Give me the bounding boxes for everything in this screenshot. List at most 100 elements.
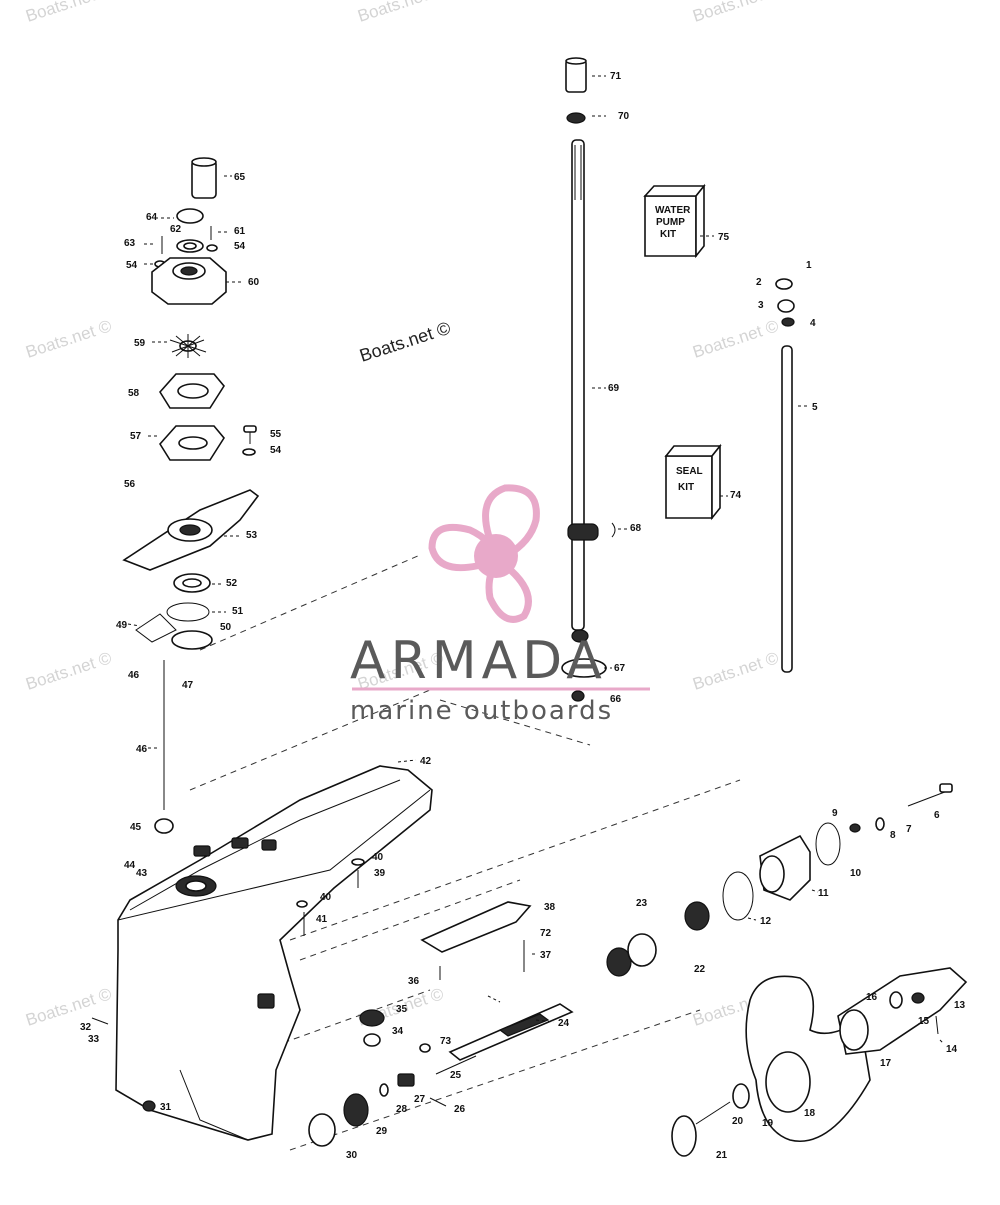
part-label-37: 37 <box>540 950 552 961</box>
part-label-54b: 54 <box>126 260 138 271</box>
kit-label-line: PUMP <box>656 217 685 228</box>
propeller-assembly <box>671 783 968 1157</box>
gearcase-housing <box>91 765 433 1141</box>
part-label-8: 8 <box>890 830 896 841</box>
watermark-main-text: Boats.net © <box>357 318 453 366</box>
shift-shaft-assembly <box>775 278 795 673</box>
kit-label-line: KIT <box>678 482 694 493</box>
part-label-14: 14 <box>946 1044 958 1055</box>
part-label-50: 50 <box>220 622 232 633</box>
part-label-52: 52 <box>226 578 238 589</box>
part-label-57: 57 <box>130 431 142 442</box>
bearing-part <box>567 523 599 541</box>
seal-kit-box: SEAL KIT <box>664 443 722 521</box>
part-label-65: 65 <box>234 172 246 183</box>
part-label-24: 24 <box>558 1018 570 1029</box>
part-label-26: 26 <box>454 1104 466 1115</box>
watermark-text: Boats.net © <box>23 0 114 26</box>
part-label-75: 75 <box>718 232 730 243</box>
part-label-41: 41 <box>316 914 328 925</box>
water-tube-plate-part <box>420 901 532 953</box>
armada-logo: ARMADA marine outboards <box>350 484 650 726</box>
watermark-text: Boats.net © <box>23 316 114 362</box>
gear-train <box>308 901 710 1147</box>
part-label-16: 16 <box>866 992 878 1003</box>
part-label-70: 70 <box>618 111 630 122</box>
part-label-74: 74 <box>730 490 742 501</box>
part-label-30: 30 <box>346 1150 358 1161</box>
part-label-5: 5 <box>812 402 818 413</box>
part-label-46: 46 <box>136 744 148 755</box>
seal-ring-part <box>176 208 204 224</box>
part-label-64: 64 <box>146 212 158 223</box>
housing-fasteners <box>296 858 365 936</box>
part-label-36: 36 <box>408 976 420 987</box>
part-label-39: 39 <box>374 868 386 879</box>
part-label-59: 59 <box>134 338 146 349</box>
kit-label-line: KIT <box>660 229 676 240</box>
driveshaft-assembly <box>561 57 616 702</box>
bearing-housing-part <box>308 1113 336 1147</box>
watermark-text: Boats.net © <box>355 0 446 26</box>
cup-part <box>171 630 213 650</box>
prop-cone-part <box>837 967 968 1055</box>
pinion-gear-part <box>359 1009 385 1027</box>
part-label-2: 2 <box>756 277 762 288</box>
part-label-38: 38 <box>544 902 556 913</box>
part-label-25: 25 <box>450 1070 462 1081</box>
part-label-58: 58 <box>128 388 140 399</box>
part-label-28: 28 <box>396 1104 408 1115</box>
part-label-54: 54 <box>234 241 246 252</box>
part-label-43: 43 <box>136 868 148 879</box>
part-label-23: 23 <box>636 898 648 909</box>
part-label-66: 66 <box>610 694 622 705</box>
part-label-11: 11 <box>818 888 829 899</box>
leader-lines <box>127 75 945 1045</box>
part-label-45: 45 <box>130 822 142 833</box>
part-label-49: 49 <box>116 620 128 631</box>
part-label-10: 10 <box>850 868 862 879</box>
part-label-4: 4 <box>810 318 816 329</box>
part-label-34: 34 <box>392 1026 404 1037</box>
part-label-60: 60 <box>248 277 260 288</box>
water-pump-assembly <box>122 157 260 834</box>
part-label-63: 63 <box>124 238 136 249</box>
part-label-12: 12 <box>760 916 772 927</box>
forward-gear-part <box>606 947 632 977</box>
part-label-27: 27 <box>414 1094 426 1105</box>
water-pump-kit-box: WATER PUMP KIT <box>643 183 706 259</box>
part-label-40b: 40 <box>320 892 332 903</box>
part-label-55: 55 <box>270 429 282 440</box>
propeller-logo-icon <box>428 484 540 623</box>
driveshaft-part <box>571 139 585 631</box>
logo-wordmark: ARMADA <box>350 631 607 691</box>
part-label-69: 69 <box>608 383 620 394</box>
part-label-6: 6 <box>934 810 940 821</box>
part-label-15: 15 <box>918 1016 930 1027</box>
shift-shaft-part <box>781 345 793 673</box>
part-label-17: 17 <box>880 1058 892 1069</box>
part-label-19: 19 <box>762 1118 774 1129</box>
part-label-44: 44 <box>124 860 136 871</box>
part-label-7: 7 <box>906 824 912 835</box>
part-label-42: 42 <box>420 756 432 767</box>
part-label-54c: 54 <box>270 445 282 456</box>
part-label-22: 22 <box>694 964 706 975</box>
part-label-21: 21 <box>716 1150 728 1161</box>
watermark-text: Boats.net © <box>690 0 781 26</box>
part-label-9: 9 <box>832 808 838 819</box>
part-label-3: 3 <box>758 300 764 311</box>
part-label-32: 32 <box>80 1022 92 1033</box>
watermark-text: Boats.net © <box>690 648 781 694</box>
watermark-text: Boats.net © <box>23 984 114 1030</box>
part-label-18: 18 <box>804 1108 816 1119</box>
part-label-73: 73 <box>440 1036 452 1047</box>
part-label-40: 40 <box>372 852 384 863</box>
kit-label-line: WATER <box>655 205 691 216</box>
part-label-61: 61 <box>234 226 246 237</box>
part-label-33: 33 <box>88 1034 100 1045</box>
part-label-46b: 46 <box>128 670 140 681</box>
impeller-part <box>169 334 207 358</box>
part-label-68: 68 <box>630 523 642 534</box>
